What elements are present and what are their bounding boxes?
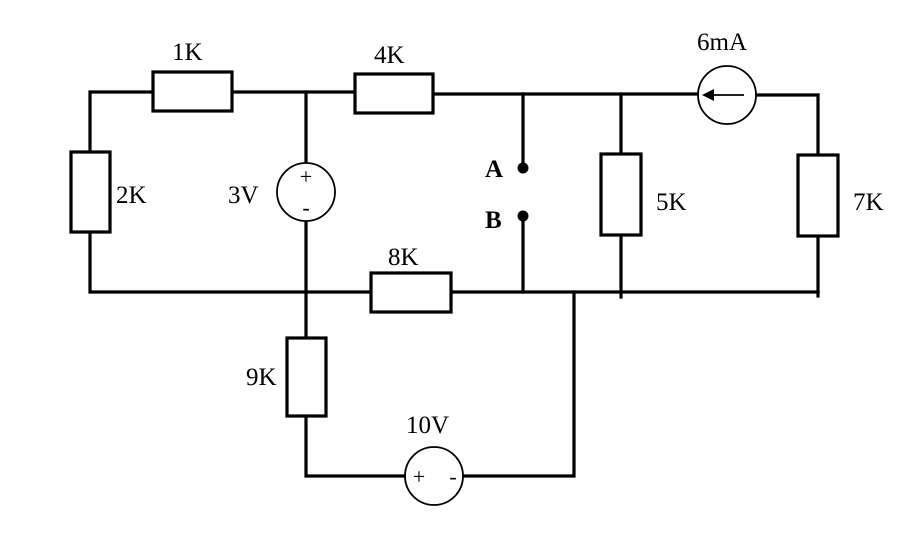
label-10v: 10V: [406, 412, 449, 439]
resistor-1k: [151, 70, 234, 113]
current-source-6ma: [697, 65, 757, 125]
resistor-9k: [285, 336, 328, 418]
terminal-b-dot: [517, 210, 529, 222]
label-1k: 1K: [172, 39, 203, 66]
voltage-source-10v-body: [404, 446, 464, 506]
label-5k: 5K: [656, 189, 687, 216]
label-9k: 9K: [246, 364, 277, 391]
terminal-a-label: A: [485, 156, 503, 183]
voltage-source-3v: + -: [276, 162, 336, 222]
resistor-4k: [353, 72, 435, 115]
wires: [88, 90, 820, 478]
resistor-2k: [69, 150, 112, 234]
resistor-7k: [796, 153, 840, 238]
label-3v: 3V: [228, 182, 259, 209]
resistor-5k: [599, 152, 643, 237]
terminal-a-dot: [517, 162, 529, 174]
wire-9k-bottom: [304, 414, 407, 478]
voltage-source-3v-plus: +: [300, 164, 312, 189]
resistor-8k: [369, 271, 453, 314]
label-7k: 7K: [853, 189, 884, 216]
label-6ma: 6mA: [697, 29, 747, 56]
label-2k: 2K: [116, 182, 147, 209]
wire-2k-bottom: [88, 230, 373, 294]
arrow-left-head-icon: [702, 89, 714, 101]
label-8k: 8K: [388, 244, 419, 271]
terminal-b-label: B: [485, 207, 502, 234]
label-4k: 4K: [374, 42, 405, 69]
voltage-source-10v-plus: +: [413, 464, 425, 489]
wire-10v-return: [461, 290, 576, 478]
voltage-source-10v-minus: -: [449, 464, 456, 489]
voltage-source-3v-body: [276, 162, 336, 222]
voltage-source-3v-minus: -: [302, 195, 309, 220]
voltage-source-10v: + -: [404, 446, 464, 506]
